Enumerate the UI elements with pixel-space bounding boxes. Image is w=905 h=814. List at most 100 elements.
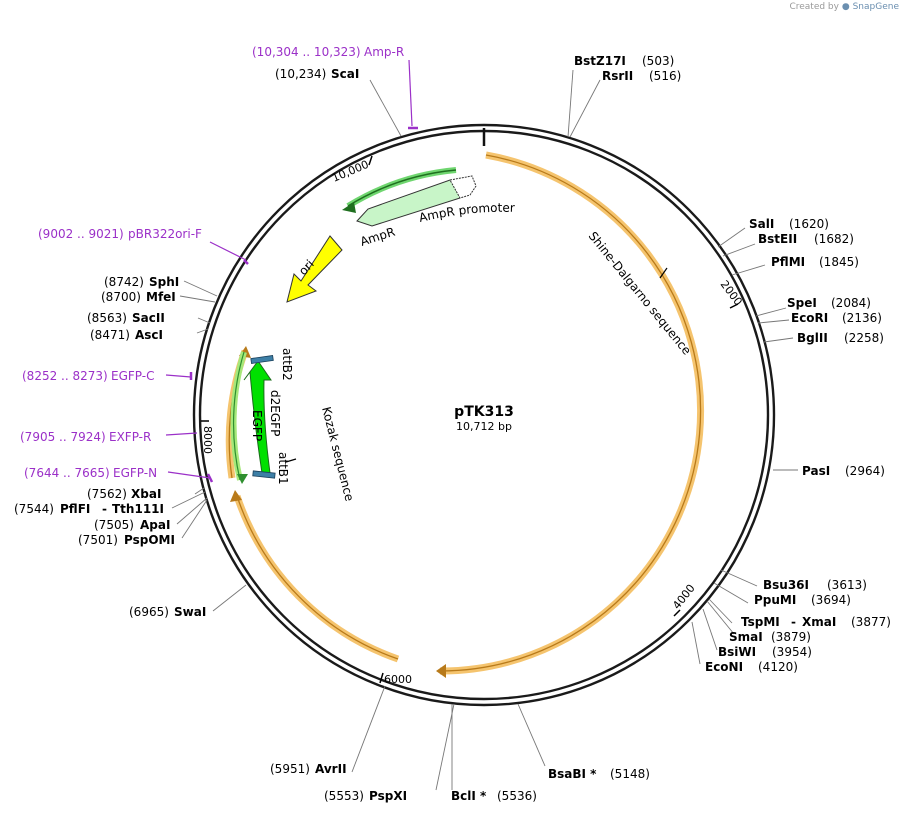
site-bcli-pos: (5536)	[497, 789, 537, 803]
attb1-label: attB1	[276, 452, 290, 485]
egfp-arc-arrowhead	[237, 474, 248, 484]
site-sali: SalI	[749, 217, 774, 231]
primer-markers	[165, 59, 418, 483]
site-sphi-pos: (8742)	[104, 275, 144, 289]
site-rsrii: RsrII	[602, 69, 633, 83]
site-pspxi-pos: (5553)	[324, 789, 364, 803]
site-bcli: BclI *	[451, 789, 487, 803]
site-bsabi: BsaBI *	[548, 767, 597, 781]
site-smai-pos: (3879)	[771, 630, 811, 644]
site-ppumi: PpuMI	[754, 593, 796, 607]
d2egfp-label: d2EGFP	[268, 390, 282, 436]
site-sacii-pos: (8563)	[87, 311, 127, 325]
site-xbai-pos: (7562)	[87, 487, 127, 501]
site-bglii-pos: (2258)	[844, 331, 884, 345]
kozak-label: Kozak sequence	[319, 405, 357, 502]
site-avrii: AvrII	[315, 762, 347, 776]
site-leader-lines	[171, 69, 798, 791]
site-pflmi-pos: (1845)	[819, 255, 859, 269]
site-swai-pos: (6965)	[129, 605, 169, 619]
site-pspomi-pos: (7501)	[78, 533, 118, 547]
kozak-marker	[285, 458, 297, 463]
egfp-label: EGFP	[250, 410, 264, 441]
orf-arrowhead-1	[436, 664, 446, 678]
primer-egfp-c-range: (8252 .. 8273)	[22, 369, 108, 383]
site-ecori: EcoRI	[791, 311, 828, 325]
site-swai: SwaI	[174, 605, 206, 619]
site-pasi: PasI	[802, 464, 830, 478]
primer-exfp-r-range: (7905 .. 7924)	[20, 430, 106, 444]
site-bsiwi: BsiWI	[718, 645, 756, 659]
credit-prefix: Created by	[789, 2, 839, 12]
plasmid-size: 10,712 bp	[456, 420, 512, 433]
attb1-feature	[252, 470, 276, 479]
plasmid-backbone	[192, 123, 776, 707]
site-pflfi: PflFI	[60, 502, 90, 516]
site-xmai-dash: -	[791, 615, 796, 629]
site-spei: SpeI	[787, 296, 817, 310]
site-bsu36i: Bsu36I	[763, 578, 809, 592]
orf-arcs	[225, 151, 705, 678]
attb2-label: attB2	[280, 348, 294, 381]
plasmid-name: pTK313	[454, 404, 514, 420]
credit-brand: SnapGene	[852, 2, 899, 12]
site-spei-pos: (2084)	[831, 296, 871, 310]
site-econi: EcoNI	[705, 660, 743, 674]
primer-ampr-range: (10,304 .. 10,323)	[252, 45, 361, 59]
site-xbai: XbaI	[131, 487, 161, 501]
primer-pbr322ori-range: (9002 .. 9021)	[38, 227, 124, 241]
site-pflfi-pos: (7544)	[14, 502, 54, 516]
site-scai-pos: (10,234)	[275, 67, 326, 81]
site-bsteii-pos: (1682)	[814, 232, 854, 246]
tick-label-8000: 8000	[201, 426, 214, 454]
site-ppumi-pos: (3694)	[811, 593, 851, 607]
tick-label-10000: 10,000	[330, 158, 371, 185]
primer-pbr322ori-name: pBR322ori-F	[128, 227, 202, 241]
site-ecori-pos: (2136)	[842, 311, 882, 325]
ori-feature	[286, 235, 343, 303]
primer-egfp-c-name: EGFP-C	[111, 369, 154, 383]
snapgene-credit: Created by ● SnapGene	[789, 2, 899, 12]
site-avrii-pos: (5951)	[270, 762, 310, 776]
site-pspxi: PspXI	[369, 789, 407, 803]
ampr-arc-arrowhead	[342, 202, 356, 213]
primer-ampr-name: Amp-R	[364, 45, 404, 59]
primer-egfp-n-name: EGFP-N	[113, 466, 157, 480]
site-bsiwi-pos: (3954)	[772, 645, 812, 659]
site-mfei: MfeI	[146, 290, 176, 304]
site-smai: SmaI	[729, 630, 763, 644]
site-bstz17i-pos: (503)	[642, 54, 674, 68]
site-pspomi: PspOMI	[124, 533, 175, 547]
site-tspmi: TspMI	[741, 615, 780, 629]
shine-dalgarno-marker	[659, 267, 668, 279]
tick-label-6000: 6000	[384, 673, 412, 686]
site-sali-pos: (1620)	[789, 217, 829, 231]
attb2-feature	[250, 355, 274, 364]
site-scai: ScaI	[331, 67, 359, 81]
site-xmai: XmaI	[802, 615, 836, 629]
site-asci-pos: (8471)	[90, 328, 130, 342]
site-sphi: SphI	[149, 275, 179, 289]
primer-egfp-n-range: (7644 .. 7665)	[24, 466, 110, 480]
site-tspmi-pos: (3877)	[851, 615, 891, 629]
site-tth111i: Tth111I	[112, 502, 164, 516]
orf-arrowhead-2	[230, 490, 242, 502]
site-tth111i-dash: -	[102, 502, 107, 516]
site-bglii: BglII	[797, 331, 828, 345]
ampr-label: AmpR	[358, 225, 396, 249]
site-bsabi-pos: (5148)	[610, 767, 650, 781]
site-bsteii: BstEII	[758, 232, 797, 246]
site-apai-pos: (7505)	[94, 518, 134, 532]
ampr-promoter-feature	[449, 175, 477, 199]
site-bstz17i: BstZ17I	[574, 54, 626, 68]
site-rsrii-pos: (516)	[649, 69, 681, 83]
site-pflmi: PflMI	[771, 255, 805, 269]
site-asci: AscI	[135, 328, 163, 342]
site-mfei-pos: (8700)	[101, 290, 141, 304]
site-pasi-pos: (2964)	[845, 464, 885, 478]
site-apai: ApaI	[140, 518, 170, 532]
site-sacii: SacII	[132, 311, 165, 325]
site-bsu36i-pos: (3613)	[827, 578, 867, 592]
snapgene-logo-icon: ●	[841, 2, 850, 12]
